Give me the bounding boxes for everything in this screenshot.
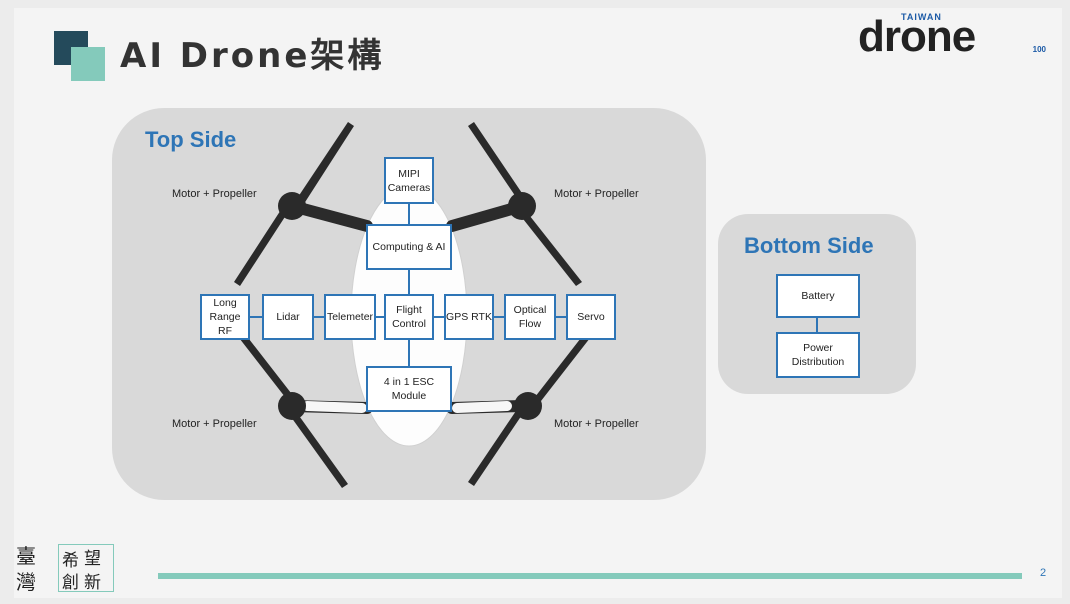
esc-module-box: 4 in 1 ESC Module: [366, 366, 452, 412]
page-number: 2: [1040, 567, 1047, 579]
seal-char: 創: [62, 573, 79, 593]
motor-label-top-left: Motor + Propeller: [172, 188, 257, 200]
battery-box: Battery: [776, 274, 860, 318]
slide-title: AI Drone架構: [120, 36, 385, 76]
taiwan-hope-innovation-seal: 臺 灣 希 望 創 新: [14, 540, 114, 594]
computing-ai-box: Computing & AI: [366, 224, 452, 270]
motor-label-bottom-right: Motor + Propeller: [554, 418, 639, 430]
propeller-top-right: [468, 122, 582, 286]
bottom-side-connector: [816, 316, 818, 334]
propeller-top-left: [234, 122, 354, 286]
seal-char: 希: [62, 551, 79, 571]
mipi-cameras-box: MIPI Cameras: [384, 157, 434, 204]
seal-frame: [58, 544, 114, 592]
telemeter-box: Telemeter: [324, 294, 376, 340]
motor-label-bottom-left: Motor + Propeller: [172, 418, 257, 430]
logo-drone-text: drone: [858, 12, 976, 61]
bottom-side-label: Bottom Side: [744, 233, 874, 258]
flight-control-box: Flight Control: [384, 294, 434, 340]
gps-rtk-box: GPS RTK: [444, 294, 494, 340]
drone-arms-white: [302, 401, 512, 413]
seal-char: 臺: [16, 544, 36, 568]
top-side-label: Top Side: [145, 127, 237, 152]
taiwan-drone-logo: TAIWAN drone 100: [858, 12, 1048, 60]
logo-hundred-text: 100: [1032, 45, 1046, 54]
servo-box: Servo: [566, 294, 616, 340]
propeller-bottom-left: [236, 330, 348, 488]
optical-flow-box: Optical Flow: [504, 294, 556, 340]
seal-char: 新: [84, 573, 101, 593]
title-decoration-teal: [71, 47, 105, 81]
lidar-box: Lidar: [262, 294, 314, 340]
power-distribution-box: Power Distribution: [776, 332, 860, 378]
connector-lines: [248, 204, 566, 366]
logo-taiwan-text: TAIWAN: [901, 12, 942, 22]
seal-char: 灣: [16, 570, 36, 594]
motor-label-top-right: Motor + Propeller: [554, 188, 639, 200]
long-range-rf-box: Long Range RF: [200, 294, 250, 340]
propeller-bottom-right: [468, 334, 590, 486]
footer-divider: [158, 573, 1022, 579]
seal-char: 望: [84, 549, 101, 569]
